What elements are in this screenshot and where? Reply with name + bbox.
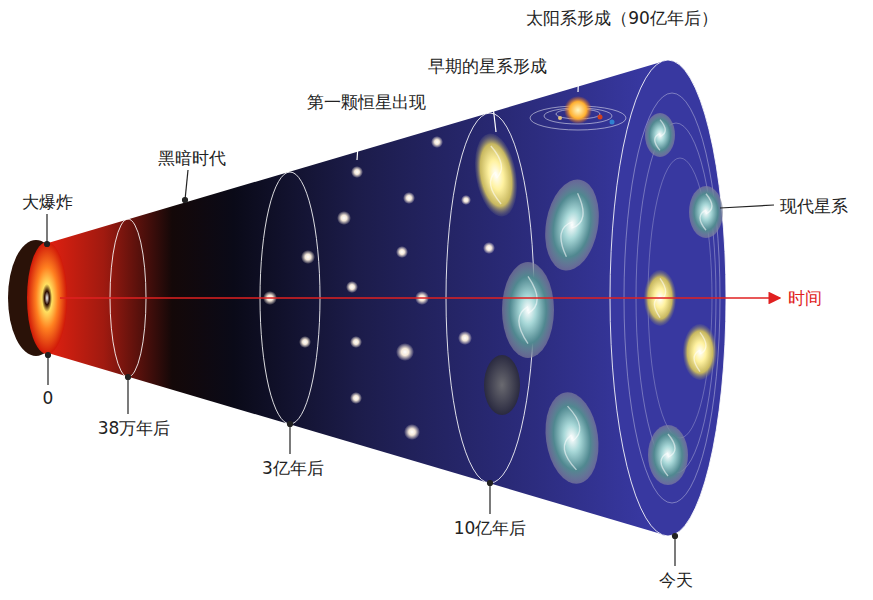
galaxy-disc [469,130,523,220]
star [461,195,471,205]
spiral-arm [559,405,586,471]
leader-dot [488,481,493,486]
galaxy-disc [648,425,688,485]
galaxy-disc [540,389,604,487]
sun [564,96,592,124]
galaxy-disc [645,113,675,157]
leader-line [185,170,188,200]
time-tick: 3亿年后 [262,458,324,478]
leader-line [127,377,128,414]
galaxy [645,113,675,157]
first-stars [263,136,495,440]
star [458,331,472,345]
star [350,392,362,404]
axis-label: 时间 [788,288,822,308]
star [351,166,363,178]
galaxies [469,113,723,487]
solar-system [530,96,626,130]
leader-line [46,214,47,244]
leader-dot [183,198,188,203]
leader-dot [126,375,131,380]
galaxy-disc [689,186,723,238]
epoch-label: 太阳系形成（90亿年后） [526,8,718,28]
planet [558,116,562,120]
spiral-arm [519,276,537,343]
leader-line [490,80,496,132]
star [346,281,358,293]
time-tick: 10亿年后 [454,518,527,538]
star [404,424,420,440]
star [301,250,315,264]
galaxy [484,355,520,415]
planet [598,115,603,120]
star [337,211,351,225]
leader-line [578,36,580,92]
leader-dot [673,534,678,539]
star [431,136,443,148]
leader-line [720,205,774,208]
leader-dot [46,353,51,358]
spiral-arm [661,434,675,476]
event-label: 大爆炸 [22,192,73,212]
galaxy [469,130,523,220]
spiral-arm [655,120,666,151]
spiral-arm [694,332,706,371]
leader-dot [45,242,50,247]
spiral-arm [484,145,508,205]
galaxy-disc [502,262,554,358]
leader-line [489,483,490,514]
galaxy [648,425,688,485]
spiral-arm [557,192,586,259]
galaxy [689,186,723,238]
star [396,343,414,361]
epoch-label: 黑暗时代 [158,148,226,168]
galaxy-disc [683,324,717,380]
galaxy-disc [538,175,605,275]
galaxy [540,389,604,487]
star [403,192,415,204]
callout-label: 现代星系 [780,196,848,216]
time-tick: 38万年后 [98,418,171,438]
leader-line [47,355,48,385]
galaxy [502,262,554,358]
star [350,336,362,348]
leader-dot [288,422,293,427]
spiral-arm [700,194,712,230]
star [483,242,495,254]
leader-line [674,536,675,566]
leader-line [357,116,360,160]
galaxy [538,175,605,275]
time-tick: 今天 [659,570,693,590]
epoch-label: 第一颗恒星出现 [307,92,426,112]
epoch-label: 早期的星系形成 [428,56,547,76]
galaxy-disc [484,355,520,415]
planet [610,120,615,125]
time-arrow [60,297,780,299]
star [299,336,311,348]
star [396,246,408,258]
leader-lines [45,36,775,566]
time-tick: 0 [43,388,54,408]
galaxy [683,324,717,380]
leader-line [289,424,290,454]
